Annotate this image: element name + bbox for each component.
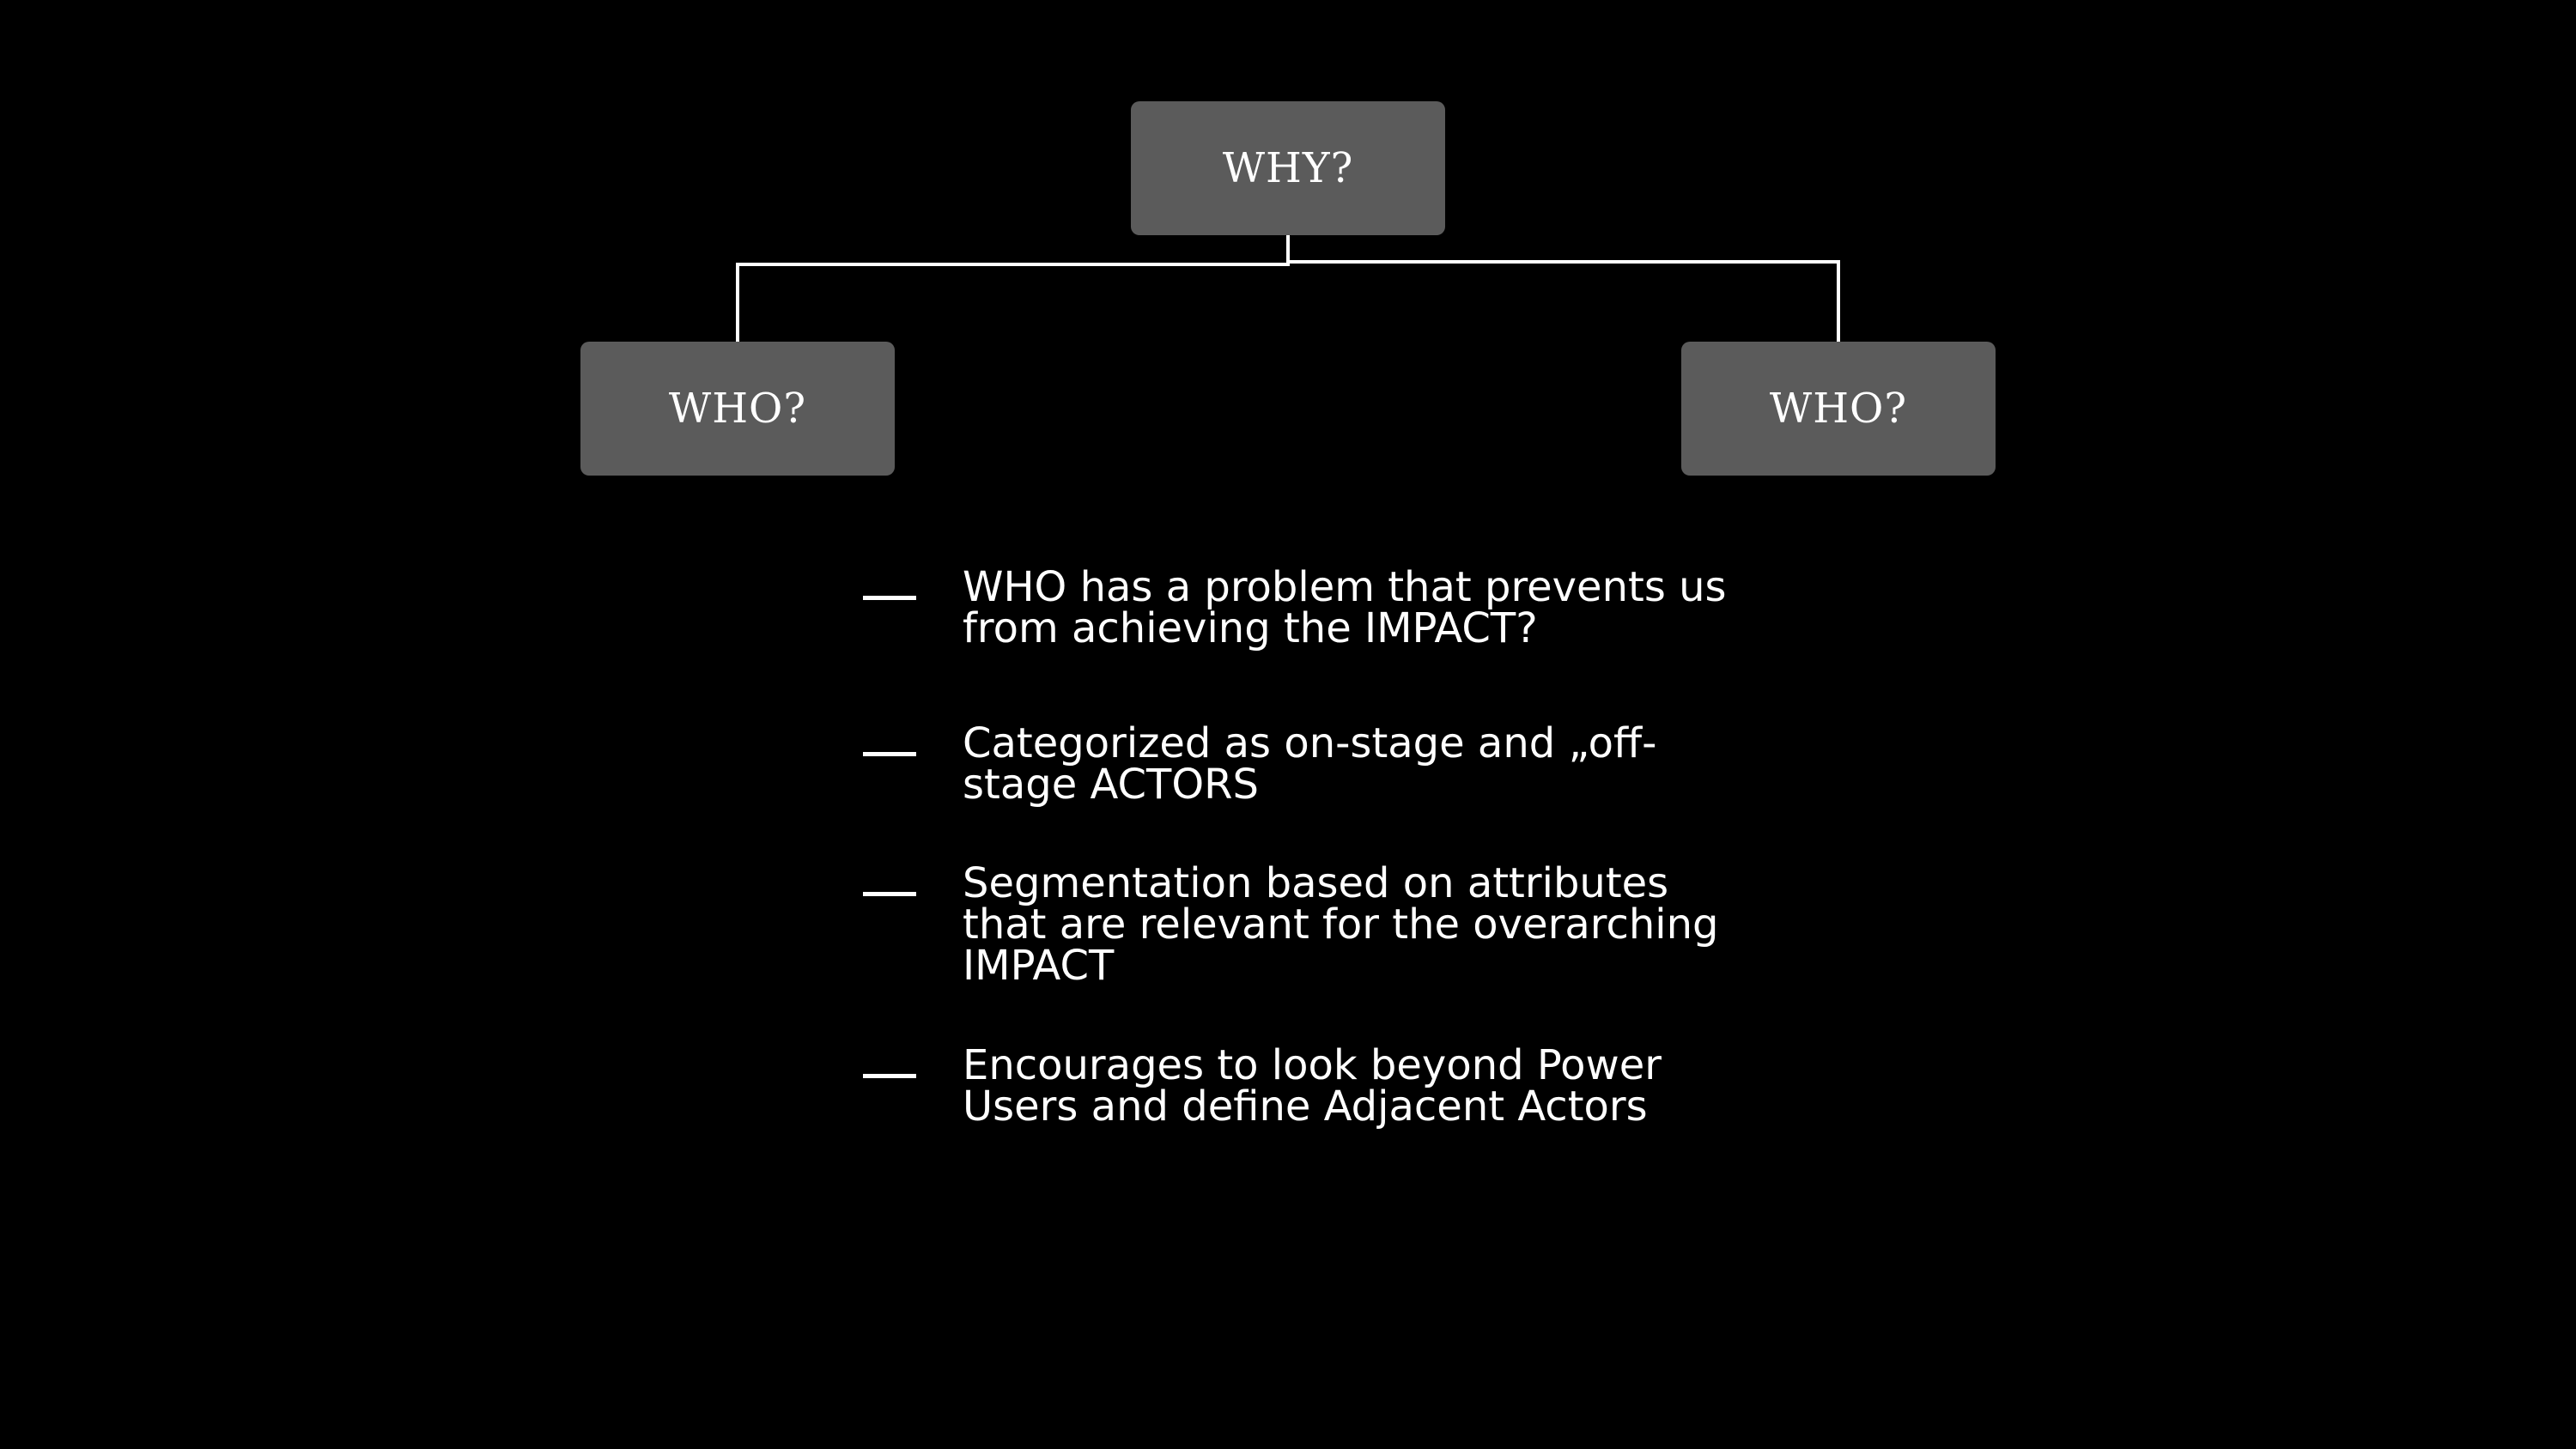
- bullet-text: Encourages to look beyond Power Users an…: [963, 1041, 1662, 1131]
- bullet-text: WHO has a problem that prevents us from …: [963, 563, 1727, 652]
- root-node-label: WHY?: [1222, 144, 1354, 192]
- dash-bullet-icon: [863, 596, 916, 600]
- bullet-text: Categorized as on-stage and „off- stage …: [963, 719, 1657, 809]
- dash-bullet-icon: [863, 1074, 916, 1078]
- connector-right: [1286, 235, 1840, 342]
- root-node-why: WHY?: [1131, 101, 1445, 235]
- bullet-text: Segmentation based on attributes that ar…: [963, 859, 1719, 990]
- child-node-who-left: WHO?: [580, 342, 895, 476]
- child-node-who-right: WHO?: [1681, 342, 1996, 476]
- dash-bullet-icon: [863, 752, 916, 756]
- dash-bullet-icon: [863, 892, 916, 896]
- child-node-label: WHO?: [668, 385, 807, 433]
- child-node-label: WHO?: [1769, 385, 1908, 433]
- connector-left: [736, 235, 1290, 342]
